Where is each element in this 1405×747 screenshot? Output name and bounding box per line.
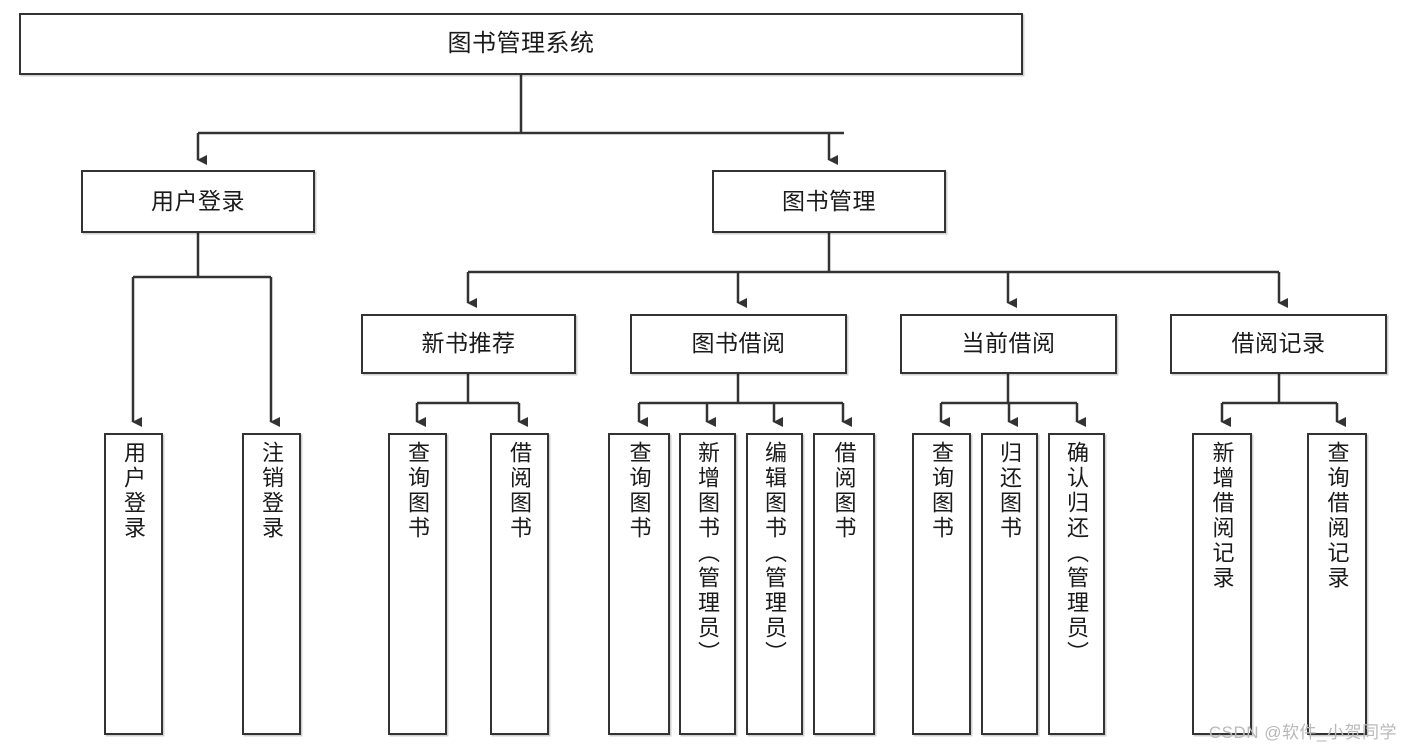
node-leaf-query-book-1-label: 查询图书 [405,441,431,541]
node-leaf-confirm-return-label: 确认归还（管理员） [1064,441,1090,666]
node-leaf-query-book-3[interactable]: 查询图书 [912,433,971,735]
node-leaf-query-record[interactable]: 查询借阅记录 [1307,433,1367,735]
node-book-borrow[interactable]: 图书借阅 [630,314,847,374]
node-leaf-add-book[interactable]: 新增图书（管理员） [679,433,736,735]
node-leaf-user-logout-label: 注销登录 [259,441,285,541]
node-leaf-borrow-book-1[interactable]: 借阅图书 [490,433,549,735]
node-book-borrow-label: 图书借阅 [691,330,786,357]
node-leaf-borrow-book-1-label: 借阅图书 [507,441,533,541]
node-leaf-user-login[interactable]: 用户登录 [104,433,163,735]
node-book-manage[interactable]: 图书管理 [712,170,946,233]
csdn-watermark: CSDN @软件_小贺同学 [1208,723,1397,742]
node-leaf-query-book-3-label: 查询图书 [929,441,955,541]
node-leaf-query-book-1[interactable]: 查询图书 [388,433,447,735]
node-leaf-borrow-book-2-label: 借阅图书 [831,441,857,541]
node-book-manage-label: 图书管理 [782,187,876,214]
node-leaf-add-record[interactable]: 新增借阅记录 [1192,433,1252,735]
node-leaf-edit-book-label: 编辑图书（管理员） [762,441,788,666]
node-current-borrow-label: 当前借阅 [961,330,1056,357]
node-leaf-add-book-label: 新增图书（管理员） [695,441,721,666]
node-leaf-query-book-2[interactable]: 查询图书 [608,433,670,735]
node-leaf-confirm-return[interactable]: 确认归还（管理员） [1048,433,1105,735]
node-leaf-return-book-label: 归还图书 [997,441,1023,541]
node-user-login-label: 用户登录 [151,187,245,214]
node-new-book-recommend-label: 新书推荐 [421,330,516,357]
node-leaf-user-logout[interactable]: 注销登录 [242,433,301,735]
node-new-book-recommend[interactable]: 新书推荐 [361,314,576,374]
node-borrow-record-label: 借阅记录 [1231,330,1326,357]
node-leaf-borrow-book-2[interactable]: 借阅图书 [813,433,875,735]
node-leaf-edit-book[interactable]: 编辑图书（管理员） [746,433,803,735]
node-leaf-query-book-2-label: 查询图书 [626,441,652,541]
node-root[interactable]: 图书管理系统 [19,13,1023,75]
node-leaf-return-book[interactable]: 归还图书 [981,433,1038,735]
node-user-login[interactable]: 用户登录 [81,170,315,233]
node-current-borrow[interactable]: 当前借阅 [900,314,1117,374]
node-leaf-add-record-label: 新增借阅记录 [1209,441,1235,591]
node-borrow-record[interactable]: 借阅记录 [1170,314,1387,374]
node-root-label: 图书管理系统 [447,29,595,57]
node-leaf-query-record-label: 查询借阅记录 [1324,441,1350,591]
node-leaf-user-login-label: 用户登录 [121,441,147,541]
